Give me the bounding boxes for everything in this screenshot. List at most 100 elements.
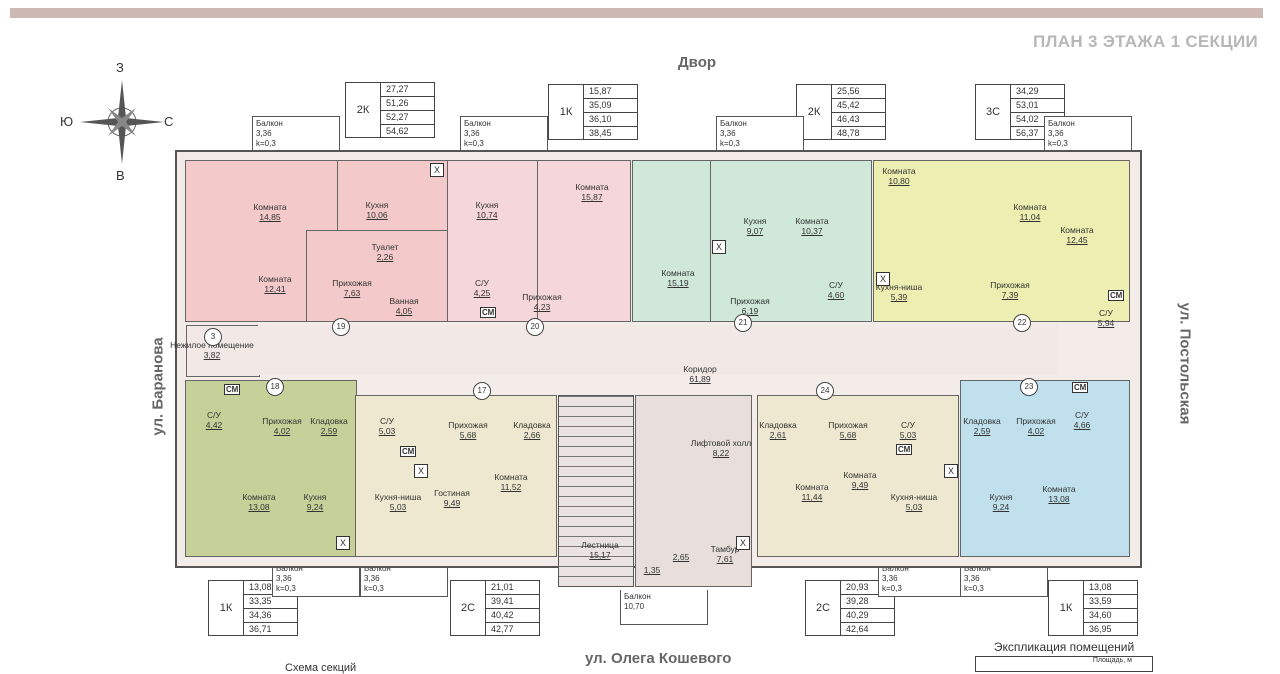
- compass-e: С: [164, 114, 174, 129]
- top-band: [10, 8, 1263, 18]
- room-name: Комната: [1013, 202, 1047, 212]
- washing-machine-marker: СМ: [1072, 382, 1089, 393]
- room-name: Комната: [882, 166, 916, 176]
- room-area: 15,87: [581, 192, 603, 202]
- apartment-area: 13,08: [1084, 581, 1137, 595]
- room-area: 2,66: [523, 430, 541, 440]
- washing-machine-marker: СМ: [480, 307, 497, 318]
- balcony-text: k=0,3: [964, 584, 984, 593]
- room-area: 15,19: [667, 278, 689, 288]
- room-name: Прихожая: [522, 292, 562, 302]
- apartment-number-badge: 20: [526, 318, 544, 336]
- room-name: Кухня-ниша: [875, 282, 923, 292]
- room-area: 11,52: [500, 482, 522, 492]
- yard-label: Двор: [678, 54, 717, 71]
- apartment-zone: [757, 395, 959, 557]
- apartment-type: 2С: [451, 581, 486, 635]
- apartment-area: 54,62: [386, 126, 409, 136]
- ventilation-marker: Х: [712, 240, 726, 254]
- room-area: 11,44: [801, 492, 823, 502]
- room-name: С/У: [829, 280, 843, 290]
- room-name: Коридор: [683, 364, 717, 374]
- room-area: 2,65: [672, 552, 690, 562]
- room-name: Комната: [494, 472, 528, 482]
- apartment-area: 15,87: [584, 85, 637, 99]
- room-area: 15,17: [589, 550, 611, 560]
- room-name: Кухня: [365, 200, 389, 210]
- room-name: Комната: [843, 470, 877, 480]
- apartment-type: 2К: [346, 83, 381, 137]
- room-area: 5,68: [839, 430, 857, 440]
- apartment-area: 36,10: [584, 113, 637, 127]
- balcony-text: 3,36: [882, 574, 898, 583]
- ventilation-marker: Х: [876, 272, 890, 286]
- room-name: Кухня-ниша: [890, 492, 938, 502]
- apartment-area: 21,01: [486, 581, 539, 595]
- room-name: С/У: [901, 420, 915, 430]
- room-area: 61,89: [689, 374, 711, 384]
- room-name: Комната: [575, 182, 609, 192]
- room-area: 9,49: [443, 498, 461, 508]
- room-area: 10,74: [476, 210, 498, 220]
- room-name: Кладовка: [963, 416, 1001, 426]
- room-area: 4,23: [533, 302, 551, 312]
- room-name: Комната: [258, 274, 292, 284]
- apartment-zone: [537, 160, 631, 322]
- room-name: Кухня: [303, 492, 327, 502]
- room-name: Лифтовой холл: [690, 438, 752, 448]
- room-area: 7,63: [343, 288, 361, 298]
- apartment-area: 48,78: [837, 128, 860, 138]
- apartment-area: 46,43: [832, 113, 885, 127]
- balcony-text: k=0,3: [464, 139, 484, 148]
- balcony-text: 3,36: [464, 129, 480, 138]
- apartment-type: 3С: [976, 85, 1011, 139]
- room-name: Лестница: [581, 540, 619, 550]
- room-area: 2,59: [973, 426, 991, 436]
- apartment-area: 38,45: [589, 128, 612, 138]
- room-area: 5,03: [389, 502, 407, 512]
- apartment-area: 42,77: [491, 624, 514, 634]
- apartment-area: 56,37: [1016, 128, 1039, 138]
- room-area: 7,61: [716, 554, 734, 564]
- room-name: Комната: [1060, 225, 1094, 235]
- room-name: С/У: [1075, 410, 1089, 420]
- balcony-text: 3,36: [364, 574, 380, 583]
- street-left: ул. Баранова: [149, 337, 167, 436]
- washing-machine-marker: СМ: [400, 446, 417, 457]
- room-area: 1,35: [643, 565, 661, 575]
- balcony-text: Балкон: [276, 564, 303, 573]
- room-area: 5,39: [890, 292, 908, 302]
- apartment-number-badge: 22: [1013, 314, 1031, 332]
- plan-title: ПЛАН 3 ЭТАЖА 1 СЕКЦИИ: [1033, 32, 1258, 51]
- washing-machine-marker: СМ: [224, 384, 241, 395]
- apartment-number-badge: 3: [204, 328, 222, 346]
- balcony-text: Балкон: [624, 592, 651, 601]
- room-name: Кухня: [743, 216, 767, 226]
- street-bottom: ул. Олега Кошевого: [585, 650, 732, 667]
- apartment-area: 25,56: [832, 85, 885, 99]
- apartment-area: 34,29: [1011, 85, 1064, 99]
- room-area: 4,02: [273, 426, 291, 436]
- apartment-area: 42,64: [846, 624, 869, 634]
- room-name: Комната: [661, 268, 695, 278]
- apartment-zone: [710, 160, 872, 322]
- room-area: 2,61: [769, 430, 787, 440]
- apartment-area: 54,02: [1011, 113, 1064, 127]
